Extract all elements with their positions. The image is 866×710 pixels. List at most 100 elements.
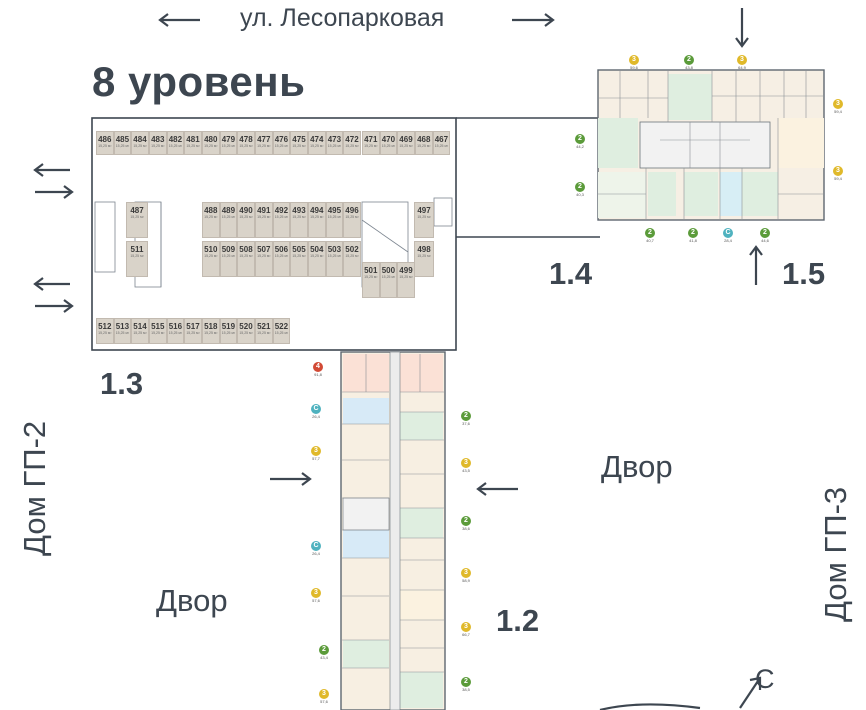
room-count-badge: 4 [313, 362, 323, 372]
parking-number: 509 [221, 245, 236, 254]
room-count-badge: 2 [461, 516, 471, 526]
parking-number: 474 [310, 135, 324, 144]
parking-number: 520 [239, 322, 253, 331]
parking-area: 15,25 м² [130, 254, 144, 258]
parking-number: 483 [151, 135, 165, 144]
parking-area: 15,25 м² [239, 331, 253, 335]
parking-number: 507 [257, 245, 271, 254]
apartment-area: 26,4 [312, 414, 320, 419]
parking-area: 15,25 м² [434, 144, 449, 148]
room-count-badge: 2 [319, 645, 329, 655]
parking-area: 15,25 м² [186, 144, 200, 148]
parking-area: 15,25 м² [292, 254, 306, 258]
room-count-badge: 3 [461, 622, 471, 632]
section-1-4-label: 1.4 [549, 256, 593, 291]
parking-number: 491 [257, 206, 271, 215]
room-count-badge: 2 [575, 182, 585, 192]
street-arrows [158, 13, 555, 27]
parking-number: 489 [221, 206, 236, 215]
